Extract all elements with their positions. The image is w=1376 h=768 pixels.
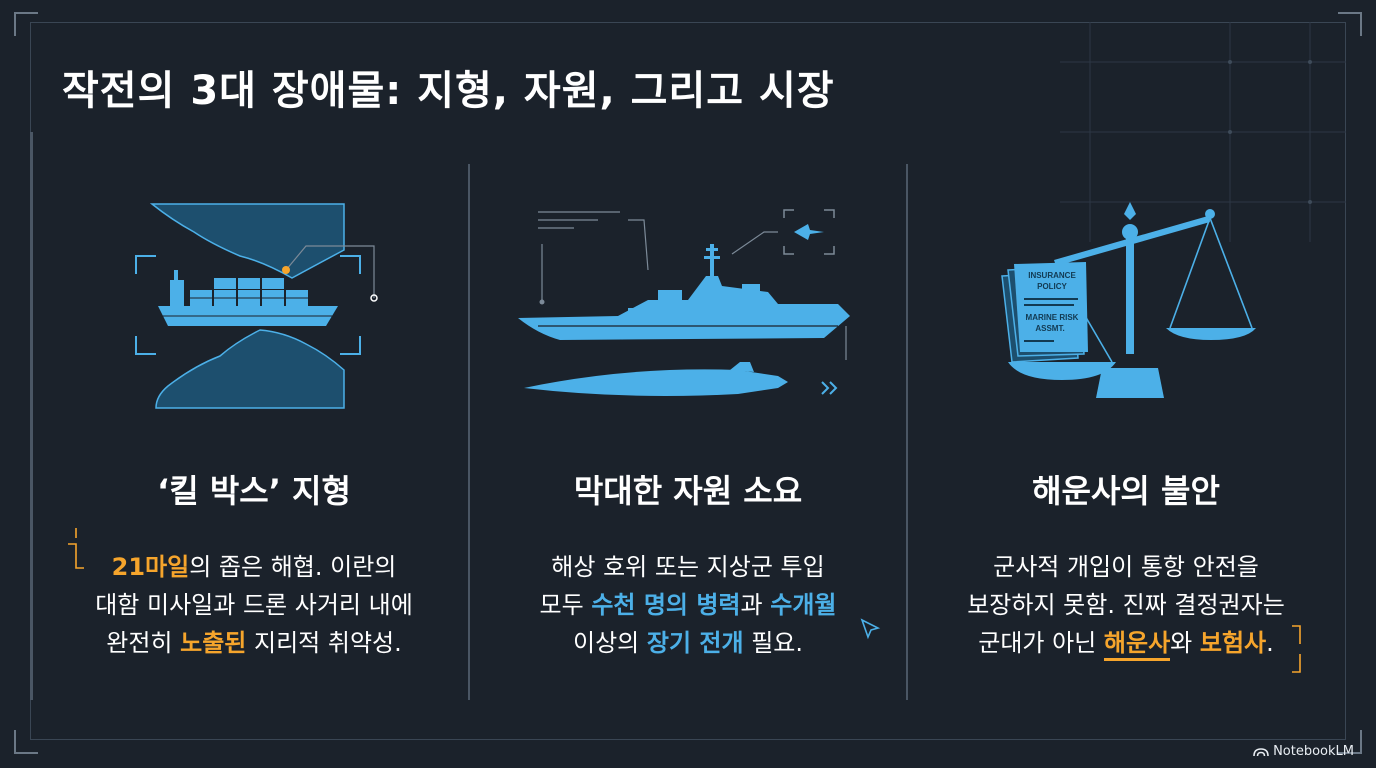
doc-text-2: POLICY (1037, 282, 1067, 291)
column-heading: 막대한 자원 소요 (573, 472, 803, 510)
doc-text-3: MARINE RISK (1026, 313, 1079, 322)
body-text: 군사적 개입이 통항 안전을 (993, 553, 1259, 581)
highlight-text: 21마일 (111, 553, 190, 581)
body-line: 군사적 개입이 통항 안전을 (916, 548, 1336, 586)
doc-text-4: ASSMT. (1035, 324, 1064, 333)
body-line: 이상의 장기 전개 필요. (478, 624, 898, 662)
body-line: 완전히 노출된 지리적 취약성. (44, 624, 464, 662)
highlight-text: 수천 명의 병력 (591, 591, 741, 619)
doc-text-1: INSURANCE (1028, 271, 1076, 280)
body-line: 보장하지 못함. 진짜 결정권자는 (916, 586, 1336, 624)
slide-title: 작전의 3대 장애물: 지형, 자원, 그리고 시장 (62, 68, 835, 114)
body-text: 모두 (539, 591, 592, 619)
brand-label: NotebookLM (1273, 744, 1354, 759)
bracket-accent (68, 528, 84, 569)
corner-bracket-bottom-right (1338, 730, 1362, 754)
corner-bracket-top-right (1338, 12, 1362, 36)
column-heading: 해운사의 불안 (1032, 472, 1220, 510)
highlight-text: 보험사 (1199, 629, 1267, 657)
bracket-accent (1292, 625, 1301, 673)
body-line: 21마일의 좁은 해협. 이란의 (44, 548, 464, 586)
warship-and-submarine-icon (518, 209, 850, 396)
body-text: 군대가 아닌 (978, 629, 1104, 657)
highlight-text: 장기 전개 (646, 629, 744, 657)
grid-decoration (1060, 22, 1346, 242)
body-line: 해상 호위 또는 지상군 투입 (478, 548, 898, 586)
notebooklm-icon (1253, 747, 1269, 756)
left-accent-bar (30, 132, 33, 700)
column-divider (468, 164, 470, 700)
body-text: 과 (740, 591, 771, 619)
highlight-text: 해운사 (1103, 629, 1171, 661)
container-ship-in-strait-icon (135, 203, 378, 409)
highlight-text: 수개월 (770, 591, 837, 619)
body-text: 대함 미사일과 드론 사거리 내에 (95, 591, 413, 619)
body-text: . (1266, 629, 1274, 657)
cursor-icon (860, 618, 881, 640)
column-divider (906, 164, 908, 700)
body-text: 필요. (743, 629, 803, 657)
body-line: 모두 수천 명의 병력과 수개월 (478, 586, 898, 624)
body-text: 이상의 (573, 629, 647, 657)
corner-bracket-top-left (14, 12, 38, 36)
corner-bracket-bottom-left (14, 730, 38, 754)
body-line: 군대가 아닌 해운사와 보험사. (916, 624, 1336, 662)
column-heading: ‘킬 박스’ 지형 (157, 472, 351, 510)
body-text: 의 좁은 해협. 이란의 (189, 553, 397, 581)
insurance-scale-icon: INSURANCE POLICY MARINE RISK ASSMT. (1001, 202, 1256, 398)
body-text: 지리적 취약성. (246, 629, 402, 657)
body-text: 완전히 (106, 629, 181, 657)
highlight-text: 노출된 (180, 629, 247, 657)
body-text: 해상 호위 또는 지상군 투입 (551, 553, 825, 581)
body-line: 대함 미사일과 드론 사거리 내에 (44, 586, 464, 624)
body-text: 보장하지 못함. 진짜 결정권자는 (967, 591, 1285, 619)
notebooklm-logo: NotebookLM (1253, 744, 1354, 759)
body-text: 와 (1170, 629, 1200, 657)
